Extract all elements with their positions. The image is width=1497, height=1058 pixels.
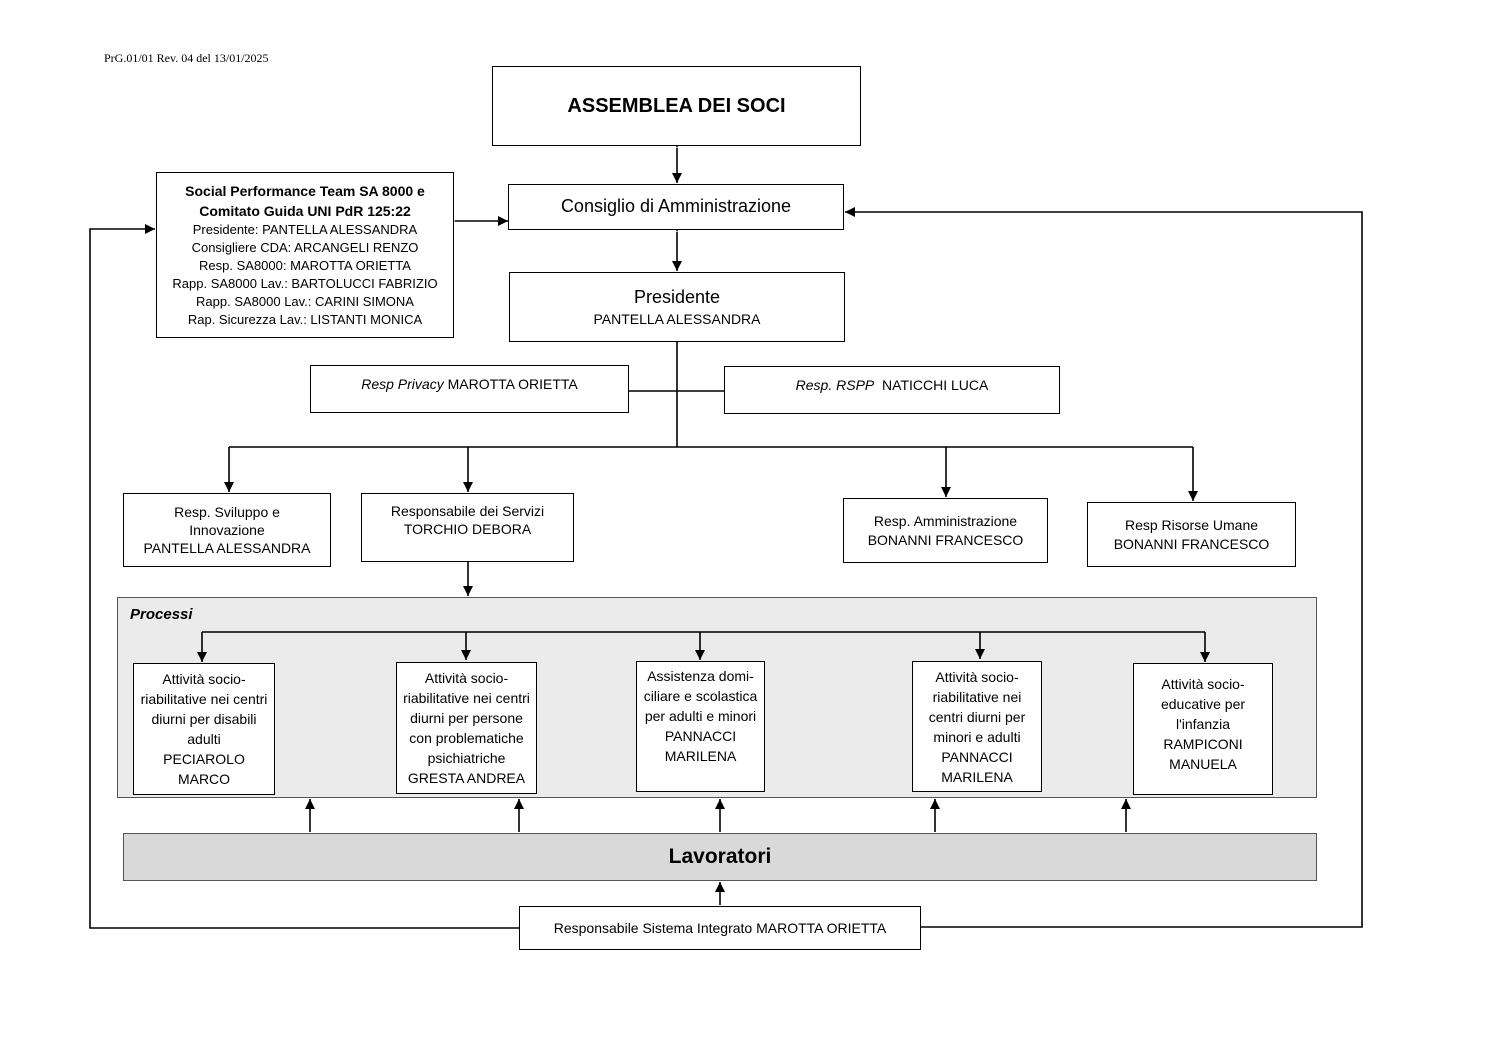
privacy-box: Resp Privacy MAROTTA ORIETTA <box>310 365 629 413</box>
loop-sistema-team <box>89 224 519 929</box>
processo-line: minori e adulti <box>933 728 1021 745</box>
processo-line: Attività socio- <box>424 670 509 686</box>
sviluppo-box: Resp. Sviluppo e Innovazione PANTELLA AL… <box>123 493 331 567</box>
processo-box: Attività socio- riabilitative nei centri… <box>912 661 1042 792</box>
team-member: Rapp. SA8000 Lav.: CARINI SIMONA <box>196 294 414 309</box>
processo-line: MARILENA <box>664 748 737 764</box>
processo-line: GRESTA ANDREA <box>407 770 526 786</box>
processo-line: ciliare e scolastica <box>643 688 758 704</box>
privacy-role: Resp Privacy <box>361 376 444 392</box>
risorse-role: Resp Risorse Umane <box>1124 517 1259 534</box>
assemblea-title: ASSEMBLEA DEI SOCI <box>567 95 786 117</box>
privacy-name: MAROTTA ORIETTA <box>447 376 578 392</box>
processo-line: PANNACCI <box>941 748 1013 765</box>
processo-box: Attività socio- riabilitative nei centri… <box>133 663 275 795</box>
processo-line: riabilitative nei centri <box>140 691 268 707</box>
lavoratori-box: Lavoratori <box>123 833 1317 881</box>
presidente-role: Presidente <box>633 287 721 308</box>
sviluppo-name: PANTELLA ALESSANDRA <box>143 540 311 557</box>
processo-line: PECIAROLO <box>163 751 245 767</box>
consiglio-title: Consiglio di Amministrazione <box>560 196 792 217</box>
document-reference: PrG.01/01 Rev. 04 del 13/01/2025 <box>104 51 269 65</box>
servizi-role: Responsabile dei Servizi <box>390 503 545 519</box>
processo-line: Attività socio- <box>162 671 246 687</box>
presidente-box: Presidente PANTELLA ALESSANDRA <box>509 272 845 342</box>
processo-box: Attività socio- educative per l'infanzia… <box>1133 663 1273 795</box>
processo-line: l'infanzia <box>1175 716 1231 732</box>
team-member: Presidente: PANTELLA ALESSANDRA <box>192 222 418 237</box>
amministrazione-box: Resp. Amministrazione BONANNI FRANCESCO <box>843 498 1048 563</box>
loop-sistema-consiglio <box>845 207 1363 928</box>
rspp-name: NATICCHI LUCA <box>882 377 989 393</box>
team-title-1: Social Performance Team SA 8000 e <box>185 183 425 199</box>
processo-line: con problematiche <box>409 730 524 746</box>
presidente-name: PANTELLA ALESSANDRA <box>593 310 761 327</box>
processo-line: adulti <box>187 731 221 747</box>
processo-line: riabilitative nei <box>932 688 1022 705</box>
processo-line: Attività socio- <box>935 668 1019 685</box>
assemblea-box: ASSEMBLEA DEI SOCI <box>492 66 861 146</box>
servizi-name: TORCHIO DEBORA <box>403 521 532 538</box>
processo-box: Attività socio- riabilitative nei centri… <box>396 662 537 794</box>
team-member: Rapp. SA8000 Lav.: BARTOLUCCI FABRIZIO <box>172 276 438 291</box>
processo-line: psichiatriche <box>427 750 506 766</box>
team-member: Rap. Sicurezza Lav.: LISTANTI MONICA <box>187 312 423 327</box>
sviluppo-line1: Resp. Sviluppo e <box>174 503 280 520</box>
amministrazione-name: BONANNI FRANCESCO <box>867 531 1024 548</box>
sistema-integrato-label: Responsabile Sistema Integrato MAROTTA O… <box>553 919 887 936</box>
sviluppo-line2: Innovazione <box>189 521 265 538</box>
processo-line: MARCO <box>177 771 231 787</box>
processo-box: Assistenza domi- ciliare e scolastica pe… <box>636 661 765 792</box>
consiglio-box: Consiglio di Amministrazione <box>508 184 844 230</box>
rspp-role: Resp. RSPP <box>795 377 875 393</box>
team-member: Resp. SA8000: MAROTTA ORIETTA <box>199 258 411 273</box>
risorse-name: BONANNI FRANCESCO <box>1113 535 1270 552</box>
processo-line: per adulti e minori <box>644 708 757 724</box>
team-box: Social Performance Team SA 8000 e Comita… <box>156 172 454 338</box>
processo-line: Attività socio- <box>1161 676 1245 692</box>
amministrazione-role: Resp. Amministrazione <box>873 513 1018 530</box>
team-title-2: Comitato Guida UNI PdR 125:22 <box>199 203 411 219</box>
processo-line: PANNACCI <box>664 728 737 744</box>
servizi-box: Responsabile dei Servizi TORCHIO DEBORA <box>361 493 574 562</box>
processo-line: RAMPICONI <box>1163 736 1243 752</box>
processo-line: diurni per disabili <box>151 711 257 727</box>
processo-line: centri diurni per <box>928 708 1026 725</box>
processi-label: Processi <box>130 606 193 623</box>
risorse-box: Resp Risorse Umane BONANNI FRANCESCO <box>1087 502 1296 567</box>
processo-line: diurni per persone <box>410 710 523 726</box>
processo-line: Assistenza domi- <box>647 668 754 684</box>
team-member: Consigliere CDA: ARCANGELI RENZO <box>191 240 419 255</box>
processo-line: riabilitative nei centri <box>403 690 530 706</box>
processo-line: MARILENA <box>941 768 1013 785</box>
rspp-box: Resp. RSPP NATICCHI LUCA <box>724 366 1060 414</box>
sistema-integrato-box: Responsabile Sistema Integrato MAROTTA O… <box>519 906 921 950</box>
processo-line: educative per <box>1160 696 1246 712</box>
processo-line: MANUELA <box>1169 756 1237 772</box>
